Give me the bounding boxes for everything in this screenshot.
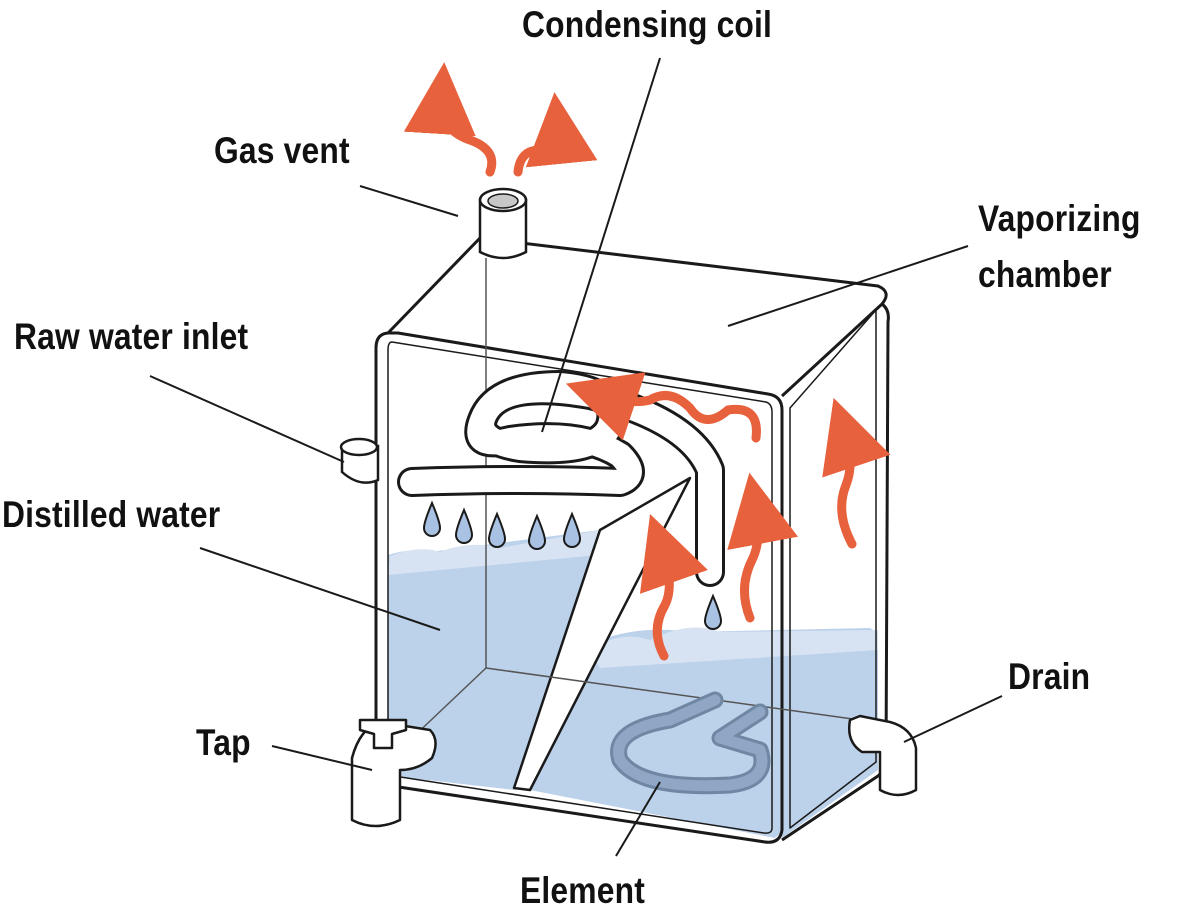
water-fills — [388, 530, 878, 838]
vent-pipe-body — [478, 198, 528, 260]
gas-vent-pipe — [478, 187, 528, 260]
raw-water-inlet-pipe — [339, 437, 380, 484]
drop — [562, 511, 582, 548]
leader-distilled-water — [199, 547, 441, 631]
coil-fill — [400, 373, 722, 584]
leader-drain — [903, 695, 1003, 743]
steam-arrow — [639, 514, 708, 661]
leader-vaporizing-chamber — [727, 245, 969, 327]
tank-side-inner — [789, 309, 877, 829]
vent-pipe-opening — [487, 193, 519, 209]
label-tap: Tap — [196, 722, 251, 763]
label-vaporizing-chamber-line2: chamber — [978, 254, 1112, 295]
leader-lines — [149, 57, 1003, 857]
label-vaporizing-chamber-line1: Vaporizing — [978, 198, 1141, 239]
back-floor-edge-right — [485, 667, 861, 721]
inlet-pipe-top — [339, 437, 379, 457]
drop — [422, 500, 442, 537]
leader-raw-water-inlet — [149, 375, 345, 463]
drain-pipe — [848, 714, 918, 797]
steam-arrow — [727, 472, 799, 623]
drop — [487, 511, 507, 548]
label-element: Element — [520, 870, 645, 911]
tank-top-face — [386, 236, 888, 398]
leader-element — [615, 781, 661, 857]
label-condensing-coil: Condensing coil — [522, 4, 773, 45]
drop — [527, 513, 547, 550]
leader-tap — [271, 745, 373, 771]
steam-arrow — [403, 62, 497, 177]
tap — [350, 718, 437, 828]
label-drain: Drain — [1008, 656, 1091, 697]
water-drops — [422, 500, 723, 630]
drop — [454, 507, 474, 544]
condensing-coil — [397, 370, 725, 587]
leader-gas-vent — [359, 185, 459, 217]
leader-condensing-coil — [541, 57, 661, 433]
water-surface-left — [388, 530, 600, 575]
heating-element — [610, 691, 771, 795]
label-raw-water-inlet: Raw water inlet — [14, 316, 249, 357]
tank-front-face — [374, 331, 784, 844]
steam-arrow — [565, 372, 761, 443]
tank-front-inner — [387, 341, 773, 834]
distilled-water-fill — [388, 530, 610, 790]
side-water-fill — [782, 630, 878, 838]
steam-arrows — [403, 62, 891, 661]
steam-arrow — [513, 92, 598, 177]
label-distilled-water: Distilled water — [2, 494, 221, 535]
label-gas-vent: Gas vent — [214, 130, 350, 171]
drop — [703, 593, 723, 630]
steam-arrow — [822, 397, 891, 549]
drain — [848, 714, 918, 797]
element-fill — [613, 694, 768, 792]
tap-handle — [358, 718, 408, 750]
